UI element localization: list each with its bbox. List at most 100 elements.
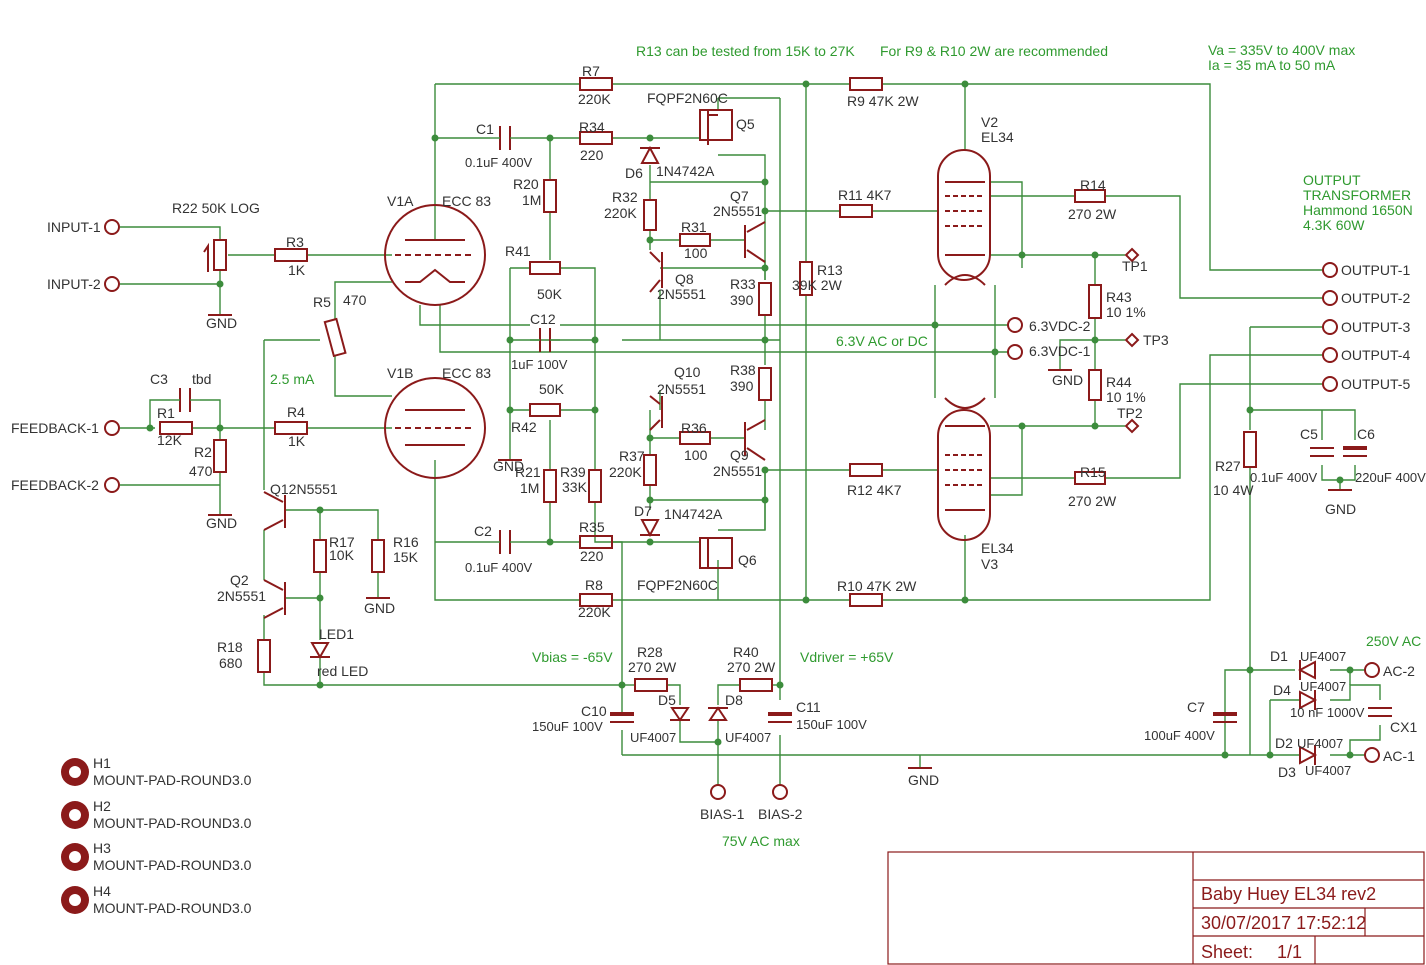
label-c2: C2 bbox=[474, 523, 492, 539]
label-c10: C10 bbox=[581, 703, 607, 719]
gnd-label: GND bbox=[908, 772, 939, 788]
title-block: Baby Huey EL34 rev2 30/07/2017 17:52:12 … bbox=[1201, 884, 1376, 962]
label-v3-type: EL34 bbox=[981, 540, 1014, 556]
label-c6-value: 220uF 400V bbox=[1355, 470, 1426, 485]
label-r37-value: 220K bbox=[609, 464, 642, 480]
label-d8: D8 bbox=[725, 692, 743, 708]
label-r3: R3 bbox=[286, 234, 304, 250]
label-q8: Q8 bbox=[675, 271, 694, 287]
label-r28-value: 270 2W bbox=[628, 659, 677, 675]
label-ecc83: ECC 83 bbox=[442, 365, 491, 381]
gnd-label: GND bbox=[364, 600, 395, 616]
label-r13-value: 39K 2W bbox=[792, 277, 843, 293]
label-r9: R9 47K 2W bbox=[847, 93, 919, 109]
label-d2-type: UF4007 bbox=[1297, 736, 1343, 751]
label-r11: R11 4K7 bbox=[838, 187, 892, 203]
label-q10: Q10 bbox=[674, 364, 701, 380]
label-r7: R7 bbox=[582, 63, 600, 79]
ac-2-label: AC-2 bbox=[1383, 663, 1415, 679]
label-q5-type: FQPF2N60C bbox=[647, 90, 728, 106]
label-r44: R44 bbox=[1106, 374, 1132, 390]
gnd-label: GND bbox=[206, 515, 237, 531]
gnd-label: GND bbox=[1325, 501, 1356, 517]
label-h2: H2 bbox=[93, 798, 111, 814]
label-r3-value: 1K bbox=[288, 262, 306, 278]
note-current: 2.5 mA bbox=[270, 371, 315, 387]
label-q5: Q5 bbox=[736, 116, 755, 132]
transistors bbox=[263, 109, 766, 619]
label-r32-value: 220K bbox=[604, 205, 637, 221]
label-r39: R39 bbox=[560, 464, 586, 480]
ac-1-label: AC-1 bbox=[1383, 748, 1415, 764]
drawing-title: Baby Huey EL34 rev2 bbox=[1201, 884, 1376, 904]
label-r17: R17 bbox=[329, 534, 355, 550]
drawing-date: 30/07/2017 17:52:12 bbox=[1201, 913, 1366, 933]
label-d6: D6 bbox=[625, 165, 643, 181]
label-r18-value: 680 bbox=[219, 655, 243, 671]
label-r36-value: 100 bbox=[684, 447, 708, 463]
label-r41-value: 50K bbox=[537, 286, 563, 302]
label-r43: R43 bbox=[1106, 289, 1132, 305]
label-r21-value: 1M bbox=[520, 480, 539, 496]
label-d3-type: UF4007 bbox=[1305, 763, 1351, 778]
label-q1: Q12N5551 bbox=[270, 481, 338, 497]
label-r34: R34 bbox=[579, 119, 605, 135]
label-r42: R42 bbox=[511, 419, 537, 435]
label-r8-value: 220K bbox=[578, 604, 611, 620]
label-cx1: CX1 bbox=[1390, 719, 1417, 735]
grounds bbox=[208, 314, 1352, 769]
label-r27-value: 10 4W bbox=[1213, 482, 1254, 498]
tp1-label: TP1 bbox=[1122, 258, 1148, 274]
label-r36: R36 bbox=[681, 420, 707, 436]
output-4-label: OUTPUT-4 bbox=[1341, 347, 1410, 363]
pads bbox=[61, 219, 1380, 914]
label-c1: C1 bbox=[476, 121, 494, 137]
note-heater: 6.3V AC or DC bbox=[836, 333, 928, 349]
label-d6-type: 1N4742A bbox=[656, 163, 715, 179]
label-d1: D1 bbox=[1270, 648, 1288, 664]
label-d3: D3 bbox=[1278, 764, 1296, 780]
label-v2: V2 bbox=[981, 114, 998, 130]
label-r35-value: 220 bbox=[580, 548, 604, 564]
label-h4: H4 bbox=[93, 883, 111, 899]
label-q6: Q6 bbox=[738, 552, 757, 568]
label-v1b: V1B bbox=[387, 365, 413, 381]
label-r16: R16 bbox=[393, 534, 419, 550]
output-2-label: OUTPUT-2 bbox=[1341, 290, 1410, 306]
label-q9-type: 2N5551 bbox=[713, 463, 762, 479]
label-r43-value: 10 1% bbox=[1106, 304, 1146, 320]
label-r2: R2 bbox=[194, 444, 212, 460]
label-r1: R1 bbox=[157, 405, 175, 421]
wires bbox=[120, 83, 1381, 790]
label-r44-value: 10 1% bbox=[1106, 389, 1146, 405]
label-d4-type: UF4007 bbox=[1300, 679, 1346, 694]
label-r37: R37 bbox=[619, 448, 645, 464]
label-d2: D2 bbox=[1275, 735, 1293, 751]
label-r31: R31 bbox=[681, 219, 707, 235]
tp3-label: TP3 bbox=[1143, 332, 1169, 348]
label-r4-value: 1K bbox=[288, 433, 306, 449]
note-bias-ac: 75V AC max bbox=[722, 833, 800, 849]
label-d4: D4 bbox=[1273, 682, 1291, 698]
label-r5-value: 470 bbox=[343, 292, 367, 308]
bias-2-label: BIAS-2 bbox=[758, 806, 803, 822]
label-d5: D5 bbox=[658, 692, 676, 708]
label-r14-value: 270 2W bbox=[1068, 206, 1117, 222]
label-r13: R13 bbox=[817, 262, 843, 278]
output-3-label: OUTPUT-3 bbox=[1341, 319, 1410, 335]
connector-labels: INPUT-1 INPUT-2 FEEDBACK-1 FEEDBACK-2 OU… bbox=[11, 219, 1415, 822]
label-c12: C12 bbox=[530, 311, 556, 327]
label-h1-type: MOUNT-PAD-ROUND3.0 bbox=[93, 772, 252, 788]
label-r15-value: 270 2W bbox=[1068, 493, 1117, 509]
label-c11: C11 bbox=[796, 699, 821, 715]
label-q10-type: 2N5551 bbox=[657, 381, 706, 397]
label-r20-value: 1M bbox=[522, 192, 541, 208]
label-r10: R10 47K 2W bbox=[837, 578, 917, 594]
label-q6-type: FQPF2N60C bbox=[637, 577, 718, 593]
label-r32: R32 bbox=[612, 189, 638, 205]
tubes bbox=[384, 149, 991, 541]
label-r7-value: 220K bbox=[578, 91, 611, 107]
vdc2-label: 6.3VDC-2 bbox=[1029, 318, 1091, 334]
note-ot-4: 4.3K 60W bbox=[1303, 217, 1365, 233]
label-r33: R33 bbox=[730, 276, 756, 292]
